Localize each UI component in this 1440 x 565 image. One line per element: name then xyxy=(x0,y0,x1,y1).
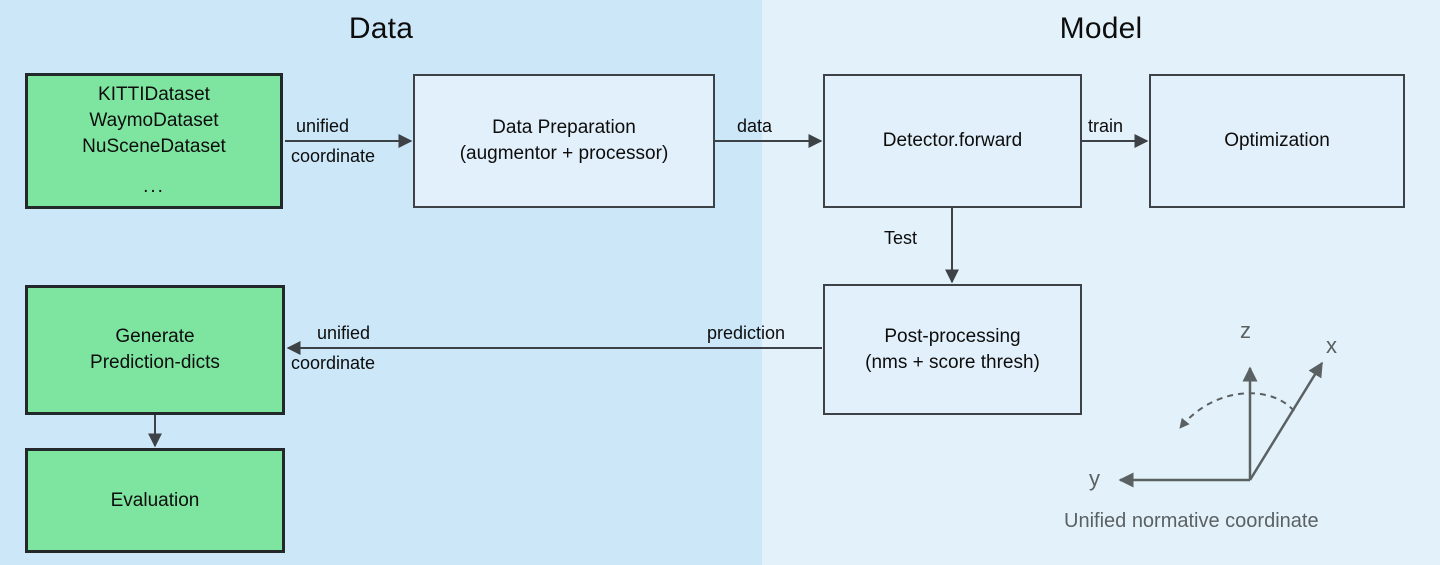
node-datasets[interactable]: KITTIDataset WaymoDataset NuSceneDataset… xyxy=(25,73,283,209)
edge-label-unified-top: unified xyxy=(296,116,350,136)
edge-label-data: data xyxy=(737,116,773,136)
node-data-preparation[interactable]: Data Preparation (augmentor + processor) xyxy=(413,74,715,208)
node-detector-forward-label: Detector.forward xyxy=(882,130,1023,151)
node-datasets-line-1: KITTIDataset xyxy=(98,84,210,105)
node-generate-prediction-dicts[interactable]: Generate Prediction-dicts xyxy=(25,285,285,415)
edge-label-test: Test xyxy=(884,228,918,248)
node-datasets-line-3: NuSceneDataset xyxy=(82,136,226,157)
node-detector-forward[interactable]: Detector.forward xyxy=(823,74,1082,208)
edge-label-coordinate-return: coordinate xyxy=(291,353,376,373)
axis-label-y: y xyxy=(1089,466,1100,491)
node-evaluation[interactable]: Evaluation xyxy=(25,448,285,553)
node-optimization-label: Optimization xyxy=(1224,130,1330,151)
axis-label-z: z xyxy=(1240,318,1251,343)
axis-label-x: x xyxy=(1326,333,1337,358)
edge-label-train: train xyxy=(1088,116,1124,136)
edge-label-prediction: prediction xyxy=(707,323,786,343)
node-generate-line-1: Generate xyxy=(115,326,195,347)
node-post-processing-line-1: Post-processing xyxy=(884,325,1021,347)
node-datasets-ellipsis: ... xyxy=(143,176,165,197)
node-evaluation-label: Evaluation xyxy=(110,489,200,511)
panel-title-data: Data xyxy=(348,12,414,45)
node-data-preparation-line-1: Data Preparation xyxy=(492,117,636,138)
edge-label-unified-return: unified xyxy=(317,323,371,343)
node-generate-line-2: Prediction-dicts xyxy=(90,352,220,373)
node-post-processing[interactable]: Post-processing (nms + score thresh) xyxy=(823,284,1082,415)
panel-title-model: Model xyxy=(1059,12,1143,45)
edge-label-coordinate-bottom: coordinate xyxy=(291,146,376,166)
coordinate-widget-caption: Unified normative coordinate xyxy=(1064,510,1319,532)
node-optimization[interactable]: Optimization xyxy=(1149,74,1405,208)
node-datasets-line-2: WaymoDataset xyxy=(89,110,219,131)
node-post-processing-line-2: (nms + score thresh) xyxy=(865,351,1040,373)
node-data-preparation-line-2: (augmentor + processor) xyxy=(459,143,669,164)
